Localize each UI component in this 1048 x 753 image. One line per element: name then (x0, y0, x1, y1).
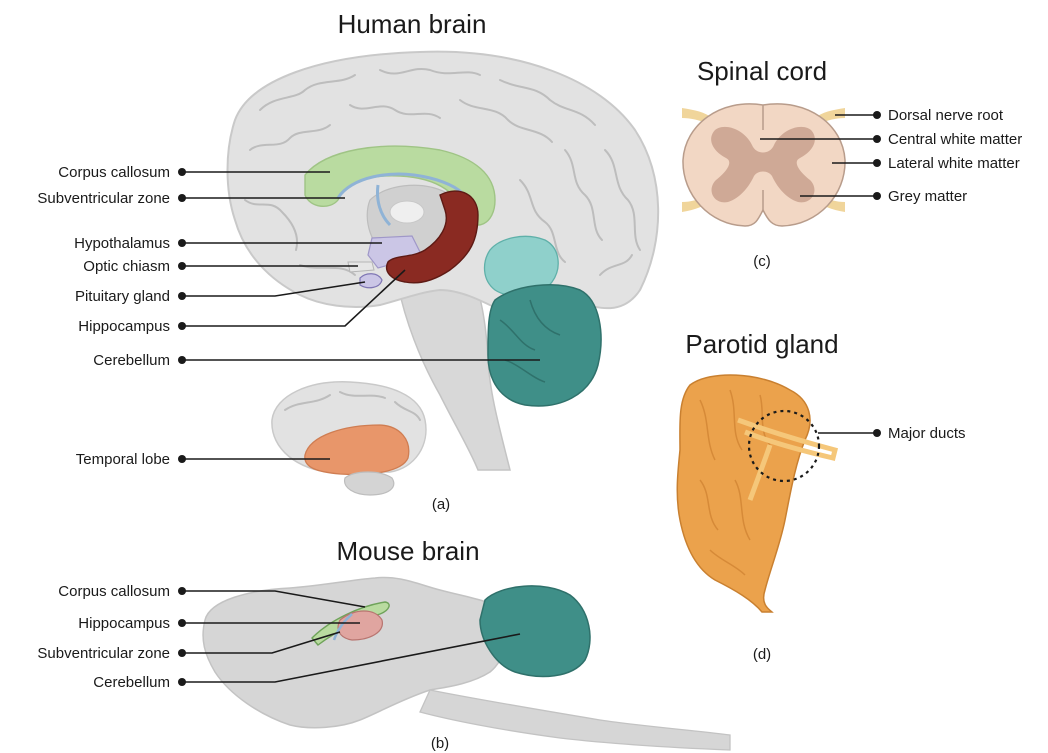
mouse-label-cerebellum: Cerebellum (93, 674, 170, 691)
mouse-label-hippocampus: Hippocampus (78, 615, 170, 632)
mouse-brain-illustration (203, 577, 730, 750)
cerebellum-lower-shape (488, 285, 601, 406)
label-major-ducts: Major ducts (888, 425, 966, 442)
label-corpus-callosum: Corpus callosum (58, 164, 170, 181)
thalamus-nucleus (390, 201, 424, 223)
mouse-label-subventricular-zone: Subventricular zone (37, 645, 170, 662)
mouse-label-corpus-callosum: Corpus callosum (58, 583, 170, 600)
parotid-gland-title: Parotid gland (685, 329, 838, 359)
label-grey-matter: Grey matter (888, 188, 967, 205)
label-temporal-lobe: Temporal lobe (76, 451, 170, 468)
label-hippocampus: Hippocampus (78, 318, 170, 335)
label-cerebellum: Cerebellum (93, 352, 170, 369)
mouse-brainstem (420, 690, 730, 750)
label-central-white-matter: Central white matter (888, 131, 1022, 148)
spinal-cord-title: Spinal cord (697, 56, 827, 86)
label-dorsal-nerve-root: Dorsal nerve root (888, 107, 1004, 124)
caption-a: (a) (432, 496, 450, 513)
optic-chiasm-shape (348, 262, 374, 272)
label-optic-chiasm: Optic chiasm (83, 258, 170, 275)
pituitary-gland-shape (360, 274, 382, 288)
label-hypothalamus: Hypothalamus (74, 235, 170, 252)
lateral-brain-cerebellum (345, 472, 394, 495)
human-brain-title: Human brain (338, 9, 487, 39)
caption-b: (b) (431, 735, 449, 752)
parotid-gland-illustration (677, 375, 835, 612)
caption-c: (c) (753, 253, 771, 270)
label-subventricular-zone: Subventricular zone (37, 190, 170, 207)
parotid-label-leaders (818, 429, 881, 437)
lateral-brain-illustration (272, 382, 426, 495)
spinal-cord-illustration (682, 104, 845, 226)
mouse-brain-title: Mouse brain (336, 536, 479, 566)
label-lateral-white-matter: Lateral white matter (888, 155, 1020, 172)
label-pituitary-gland: Pituitary gland (75, 288, 170, 305)
caption-d: (d) (753, 646, 771, 663)
